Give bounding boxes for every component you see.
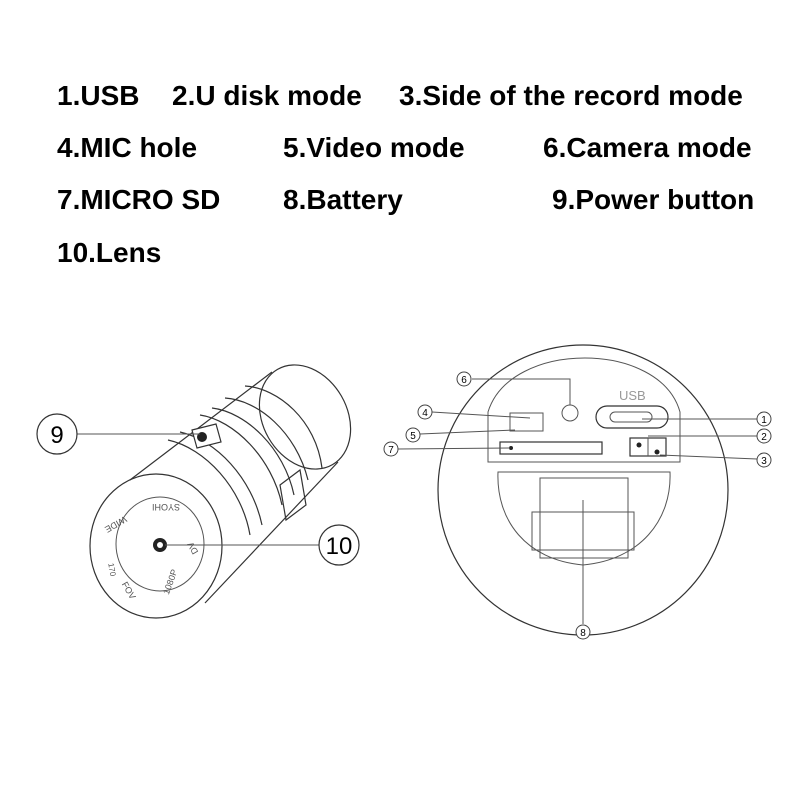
lens-face: WIDE SYOHI DV 1080P FOV 170	[89, 473, 223, 619]
body-groove	[167, 439, 251, 536]
callout-number: 2	[761, 432, 767, 443]
callout-power-button: 9	[36, 413, 200, 455]
camera-mode-button	[561, 404, 579, 422]
legend-u-disk-mode: 2.U disk mode	[172, 80, 362, 111]
callout-6: 6	[456, 371, 472, 387]
video-mode-button	[509, 412, 544, 432]
callout-number: 8	[580, 628, 586, 639]
ring-label-1080p: 1080P	[161, 568, 179, 596]
callout-2: 2	[756, 428, 772, 444]
camera-body-top-edge	[129, 371, 273, 481]
legend-lens: 10.Lens	[57, 237, 162, 268]
leader-line-7	[397, 447, 511, 450]
micro-sd-dot	[509, 446, 513, 450]
camera-rear-end	[258, 364, 352, 470]
callout-7: 7	[383, 441, 399, 457]
callout-number: 4	[422, 408, 428, 419]
callout-number: 6	[461, 375, 467, 386]
body-groove	[199, 414, 283, 506]
camera-side-view: WIDE SYOHI DV 1080P FOV 170 9 10	[36, 364, 360, 619]
leader-line-4	[431, 411, 531, 419]
callout-number: 5	[410, 431, 416, 442]
lens-glint	[157, 542, 163, 548]
callout-3: 3	[756, 452, 772, 468]
ring-label-170: 170	[106, 562, 117, 577]
callout-number: 3	[761, 456, 767, 467]
body-groove	[179, 431, 263, 526]
callout-lens: 10	[165, 524, 360, 566]
side-panel	[279, 468, 307, 522]
legend-battery: 8.Battery	[283, 184, 403, 215]
body-groove	[244, 385, 323, 469]
micro-sd-slot	[499, 441, 603, 455]
battery-slot	[539, 477, 629, 559]
callout-number: 1	[761, 415, 767, 426]
legend-mic-hole: 4.MIC hole	[57, 132, 198, 163]
usb-port-inner	[609, 411, 653, 423]
callout-1: 1	[756, 411, 772, 427]
control-panel	[487, 357, 681, 463]
callout-number: 7	[388, 445, 394, 456]
battery-cover	[497, 471, 671, 566]
ring-label-dv: DV	[185, 540, 200, 556]
body-groove	[224, 397, 309, 481]
callout-8: 8	[575, 624, 591, 640]
leader-line-5	[419, 429, 516, 435]
legend-side-record-mode: 3.Side of the record mode	[399, 80, 743, 111]
usb-port	[595, 405, 669, 429]
callout-number: 10	[326, 533, 353, 560]
legend-usb: 1.USB	[57, 80, 140, 111]
body-groove	[211, 407, 295, 496]
legend-power-button: 9.Power button	[552, 184, 755, 215]
callout-4: 4	[417, 404, 433, 420]
legend-camera-mode: 6.Camera mode	[543, 132, 752, 163]
ring-label-syohi: SYOHI	[152, 502, 180, 512]
mode-switch-dot	[636, 442, 642, 448]
ring-label-wide: WIDE	[103, 514, 128, 534]
legend-micro-sd: 7.MICRO SD	[57, 184, 221, 215]
callout-5: 5	[405, 427, 421, 443]
camera-rear-view: USB 1 2 3	[383, 344, 772, 640]
usb-label: USB	[619, 388, 646, 403]
legend-video-mode: 5.Video mode	[283, 132, 465, 163]
power-button	[191, 423, 222, 449]
camera-body-bottom-edge	[204, 461, 339, 604]
leader-line-6	[472, 378, 571, 405]
callout-number: 9	[50, 422, 63, 449]
leader-line-3	[659, 454, 758, 460]
mode-switch-dot	[654, 449, 660, 455]
